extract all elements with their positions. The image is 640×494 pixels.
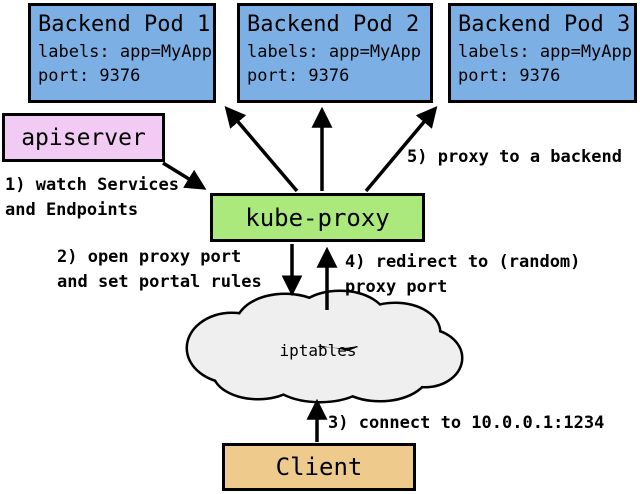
client-box: Client — [222, 443, 416, 491]
kube-proxy-box: kube-proxy — [210, 193, 425, 242]
backend-pod-1-box: Backend Pod 1 labels: app=MyApp port: 93… — [28, 3, 216, 103]
backend-pod-2-box: Backend Pod 2 labels: app=MyApp port: 93… — [237, 3, 433, 103]
kube-proxy-label: kube-proxy — [245, 203, 390, 232]
pod-title: Backend Pod 2 — [247, 12, 420, 37]
pod-title: Backend Pod 1 — [38, 12, 211, 37]
annotation-step1: 1) watch Services and Endpoints — [5, 175, 179, 220]
annotation-step2: 2) open proxy port and set portal rules — [57, 247, 262, 292]
pod-port-line: port: 9376 — [38, 66, 141, 86]
iptables-label: iptables — [279, 341, 357, 360]
apiserver-box: apiserver — [2, 113, 165, 162]
pod-labels-line: labels: app=MyApp — [458, 42, 632, 62]
iptables-cloud — [185, 289, 464, 404]
pod-labels-line: labels: app=MyApp — [38, 42, 212, 62]
pod-port-line: port: 9376 — [247, 66, 350, 86]
client-label: Client — [275, 453, 363, 481]
pod-title: Backend Pod 3 — [458, 12, 631, 37]
annotation-step3: 3) connect to 10.0.0.1:1234 — [328, 413, 605, 433]
pod-labels-line: labels: app=MyApp — [247, 42, 421, 62]
backend-pod-3-box: Backend Pod 3 labels: app=MyApp port: 93… — [448, 3, 637, 103]
arrow-kubeproxy-to-pod1 — [224, 106, 299, 193]
pod-port-line: port: 9376 — [458, 66, 561, 86]
arrow-apiserver-to-kubeproxy — [162, 161, 207, 190]
arrow-kubeproxy-to-pod3 — [364, 105, 438, 193]
apiserver-label: apiserver — [21, 124, 146, 151]
annotation-step5: 5) proxy to a backend — [407, 147, 622, 167]
annotation-step4: 4) redirect to (random) proxy port — [345, 252, 581, 297]
